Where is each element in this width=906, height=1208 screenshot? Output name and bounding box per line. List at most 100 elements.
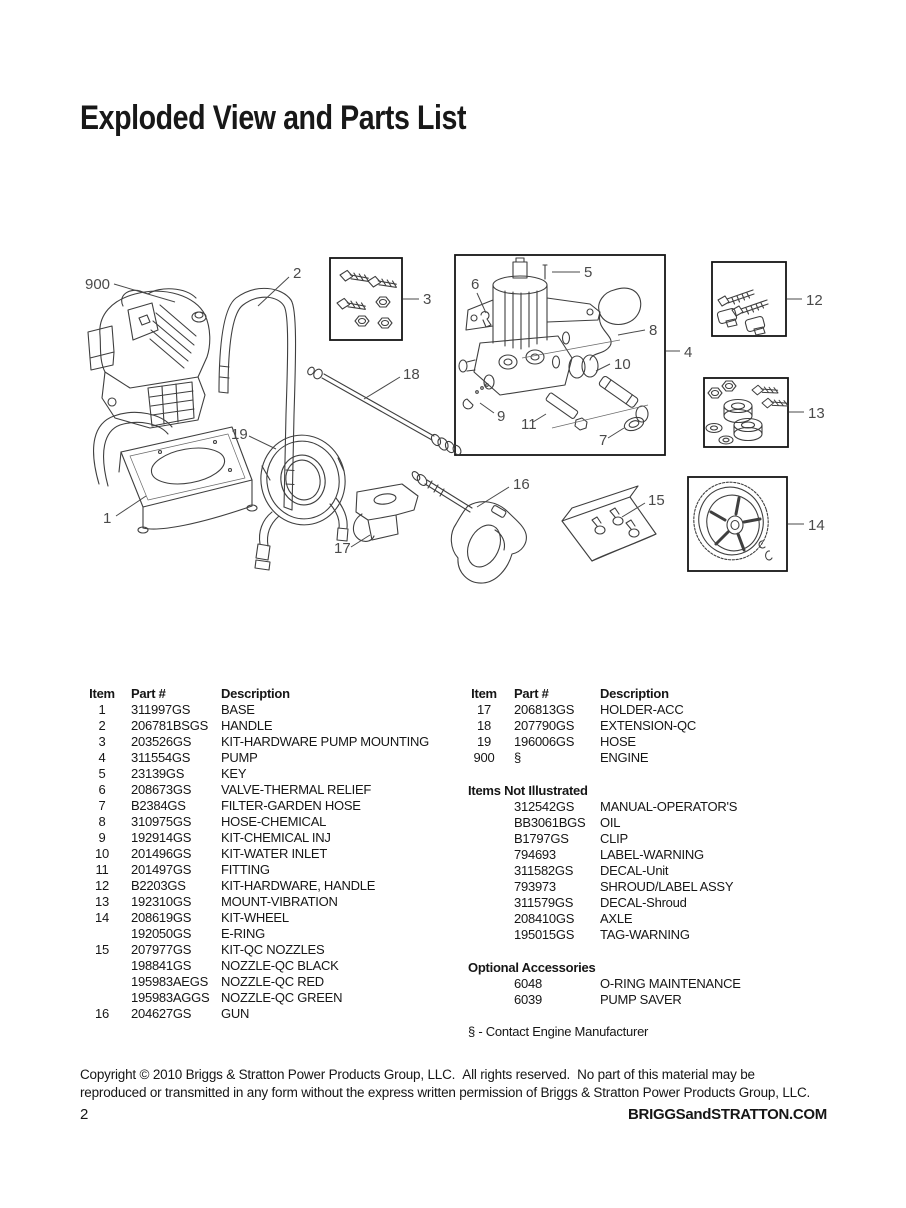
callout-leader-line xyxy=(476,486,510,508)
callout-label-12: 12 xyxy=(806,292,823,309)
callout-label-10: 10 xyxy=(614,356,631,373)
engine-footnote: § - Contact Engine Manufacturer xyxy=(468,1024,649,1039)
pump-hardware-kit-box xyxy=(329,257,403,341)
callout-label-16: 16 xyxy=(513,476,530,493)
section-heading: Optional Accessories xyxy=(468,960,596,975)
page-footer: Copyright © 2010 Briggs & Stratton Power… xyxy=(80,1066,827,1124)
vibration-mount-kit-box xyxy=(703,377,789,448)
callout-leader-line xyxy=(257,276,290,307)
callout-label-17: 17 xyxy=(334,540,351,557)
callout-label-6: 6 xyxy=(471,276,479,293)
callout-label-15: 15 xyxy=(648,492,665,509)
callout-label-2: 2 xyxy=(293,265,301,282)
callout-leader-line xyxy=(532,413,547,423)
callout-leader-line xyxy=(476,292,487,314)
callout-label-5: 5 xyxy=(584,264,592,281)
page-number: 2 xyxy=(80,1106,89,1123)
callout-label-8: 8 xyxy=(649,322,657,339)
callout-leader-line xyxy=(113,283,176,303)
nozzle-kit-illustration xyxy=(561,485,657,562)
hose-coil-illustration xyxy=(254,434,349,571)
callout-leader-line xyxy=(607,427,625,439)
chemical-hose xyxy=(589,287,642,361)
callout-leader-line xyxy=(595,363,611,372)
key-pin xyxy=(542,264,548,280)
callout-leader-line xyxy=(115,495,147,517)
callout-leader-line xyxy=(617,329,646,336)
page-title: Exploded View and Parts List xyxy=(80,99,467,137)
gun-illustration xyxy=(411,471,527,584)
base-frame-illustration xyxy=(93,411,258,534)
callout-label-14: 14 xyxy=(808,517,825,534)
callout-label-7: 7 xyxy=(599,432,607,449)
copyright-line-1: Copyright © 2010 Briggs & Stratton Power… xyxy=(80,1067,755,1082)
callout-label-18: 18 xyxy=(403,366,420,383)
callout-leader-line xyxy=(363,376,401,400)
handle-hardware-kit-box xyxy=(711,261,787,337)
garden-hose-filter xyxy=(623,416,645,432)
callout-leader-line xyxy=(479,402,495,414)
copyright-line-2: reproduced or transmitted in any form wi… xyxy=(80,1084,811,1100)
thermal-valve xyxy=(480,311,492,328)
callout-leader-line xyxy=(248,435,277,450)
callout-label-3: 3 xyxy=(423,291,431,308)
website-text: BRIGGSandSTRATTON.COM xyxy=(628,1106,827,1123)
callout-label-13: 13 xyxy=(808,405,825,422)
callout-label-4: 4 xyxy=(684,344,692,361)
pump-assembly-box xyxy=(454,254,666,456)
engine-illustration xyxy=(87,288,211,429)
callout-label-19: 19 xyxy=(231,426,248,443)
callout-leader-line xyxy=(621,502,646,518)
callout-label-1: 1 xyxy=(103,510,111,527)
wheel-kit-box xyxy=(687,476,788,572)
table-row: 900§ENGINE xyxy=(473,750,649,765)
callout-label-11: 11 xyxy=(521,416,537,433)
extension-wand-illustration xyxy=(307,366,462,456)
chemical-injector xyxy=(462,398,474,410)
callout-leader-line xyxy=(350,534,371,548)
callout-label-9: 9 xyxy=(497,408,505,425)
holder-illustration xyxy=(352,483,419,542)
handle-illustration xyxy=(218,287,297,511)
